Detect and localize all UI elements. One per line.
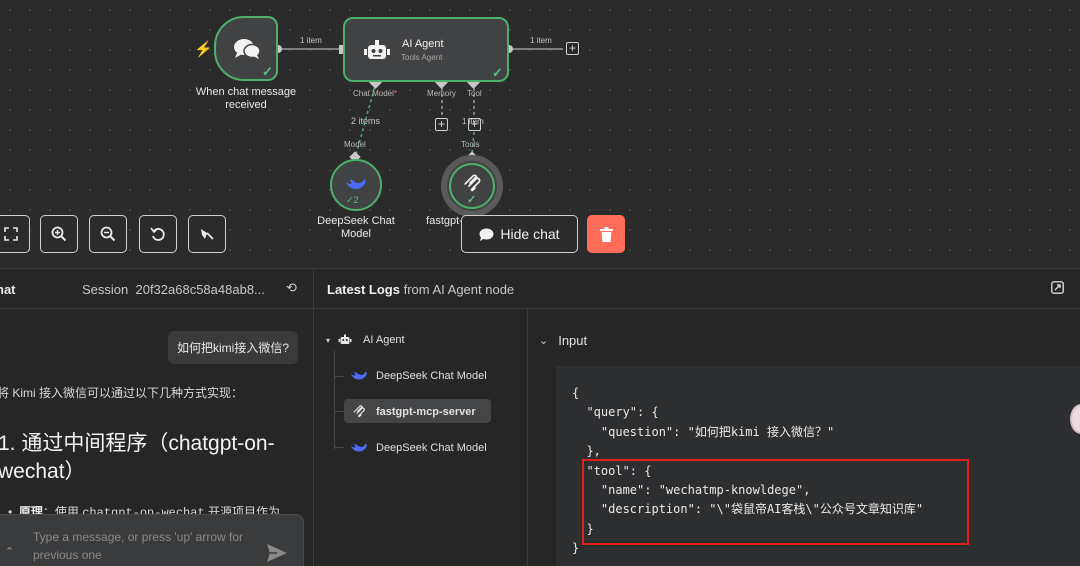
logs-header: Latest Logs from AI Agent node [314,269,1080,309]
zoom-in-icon [51,226,67,242]
success-check-icon: ✓ [467,194,477,206]
message-composer: ⌃ [0,514,304,566]
tree-item-mcp-server[interactable]: fastgpt-mcp-server [352,405,476,419]
zoom-in-button[interactable] [40,215,78,253]
chat-model-port-label: Chat Model* [353,89,398,98]
chat-header: hat Session 20f32a68c58a48ab8... ⟲ [0,269,313,309]
chat-panel: hat Session 20f32a68c58a48ab8... ⟲ 如何把ki… [0,268,314,566]
log-tree: ▾ AI Agent DeepSeek Chat Model fastgpt-m… [314,309,528,566]
tool-port-label: Tool [467,89,482,98]
edge-label: 1 item [530,36,552,45]
refresh-session-icon[interactable]: ⟲ [286,280,297,295]
workflow-canvas[interactable]: ⚡ ✓ When chat message received 1 item 1 … [0,0,1080,268]
fit-view-icon [4,227,18,241]
zoom-out-icon [100,226,116,242]
hide-chat-label: Hide chat [500,226,560,242]
mcp-icon [353,405,365,418]
fit-view-button[interactable] [0,215,30,253]
trash-icon [599,226,613,242]
tree-selection [344,399,491,423]
chat-icon [479,228,494,241]
deepseek-whale-icon [350,371,367,380]
bot-message-intro: 将 Kimi 接入微信可以通过以下几种方式实现： [0,386,244,400]
memory-port-label: Memory [427,89,456,98]
add-tool-button[interactable]: + [468,118,481,131]
reset-zoom-button[interactable] [139,215,177,253]
input-json-viewer: { "query": { "question": "如何把kimi 接入微信？"… [556,366,1080,566]
tree-item-label: AI Agent [363,334,405,346]
lightning-icon: ⚡ [194,41,213,58]
chevron-up-icon[interactable]: ⌃ [5,546,15,558]
message-input[interactable] [33,528,253,564]
ai-agent-node[interactable]: AI Agent Tools Agent ✓ [343,17,509,82]
logs-panel: Latest Logs from AI Agent node ▾ AI Agen… [314,268,1080,566]
deepseek-whale-icon [346,179,366,189]
deepseek-chat-model-node[interactable]: ✓2 [330,159,382,211]
broom-icon [201,229,214,240]
tree-item-label: fastgpt-mcp-server [376,406,476,418]
send-icon[interactable] [267,544,287,562]
input-section-label: Input [558,333,588,348]
chat-bubbles-icon [234,39,261,59]
robot-icon [338,334,352,344]
session-info: Session 20f32a68c58a48ab8... [82,282,265,297]
model-port-label: Model [344,140,366,149]
success-check-icon: ✓ [492,65,503,80]
chevron-down-icon: ⌄ [539,335,549,347]
tree-item-deepseek-1[interactable]: DeepSeek Chat Model [350,369,487,382]
expand-icon[interactable] [1051,281,1064,294]
bot-message-heading: 1. 通过中间程序（chatgpt-on-wechat） [0,432,275,483]
tree-item-ai-agent[interactable]: ▾ AI Agent [326,334,405,346]
input-json: { "query": { "question": "如何把kimi 接入微信？"… [572,386,924,556]
run-count-badge: ✓2 [346,195,359,205]
robot-icon [364,40,390,59]
edge-agent-model [355,81,377,156]
chevron-down-icon: ▾ [326,335,331,345]
deepseek-whale-icon [350,443,367,452]
agent-input-port [339,45,344,54]
edge-label: 1 item [300,36,322,45]
mcp-icon [464,174,481,192]
add-memory-button[interactable]: + [435,118,448,131]
edge-label: 2 items [351,116,381,126]
tidy-up-button[interactable] [188,215,226,253]
delete-button[interactable] [587,215,625,253]
edge-label: 1 item [462,117,484,126]
trigger-node[interactable]: ✓ [214,16,278,81]
deepseek-node-label: DeepSeek Chat Model [317,215,395,240]
tree-item-deepseek-2[interactable]: DeepSeek Chat Model [350,441,487,454]
agent-subtitle: Tools Agent [401,53,443,62]
highlight-box [582,459,969,545]
tree-item-label: DeepSeek Chat Model [376,441,487,454]
tree-item-label: DeepSeek Chat Model [376,369,487,382]
input-section-toggle[interactable]: ⌄ Input [539,333,587,348]
user-message: 如何把kimi接入微信? [168,331,299,364]
hide-chat-button[interactable]: Hide chat [461,215,578,253]
mcp-server-node[interactable]: ✓ [441,155,503,217]
tools-port-label: Tools [461,140,480,149]
zoom-out-button[interactable] [89,215,127,253]
success-check-icon: ✓ [262,64,273,79]
logs-title: Latest Logs from AI Agent node [327,282,515,297]
chat-title: hat [0,282,16,297]
agent-title: AI Agent [402,38,444,50]
edge-tool-mcp [471,131,475,156]
trigger-node-label: When chat message received [195,86,297,111]
add-node-button[interactable]: + [566,42,579,55]
undo-icon [150,227,165,241]
